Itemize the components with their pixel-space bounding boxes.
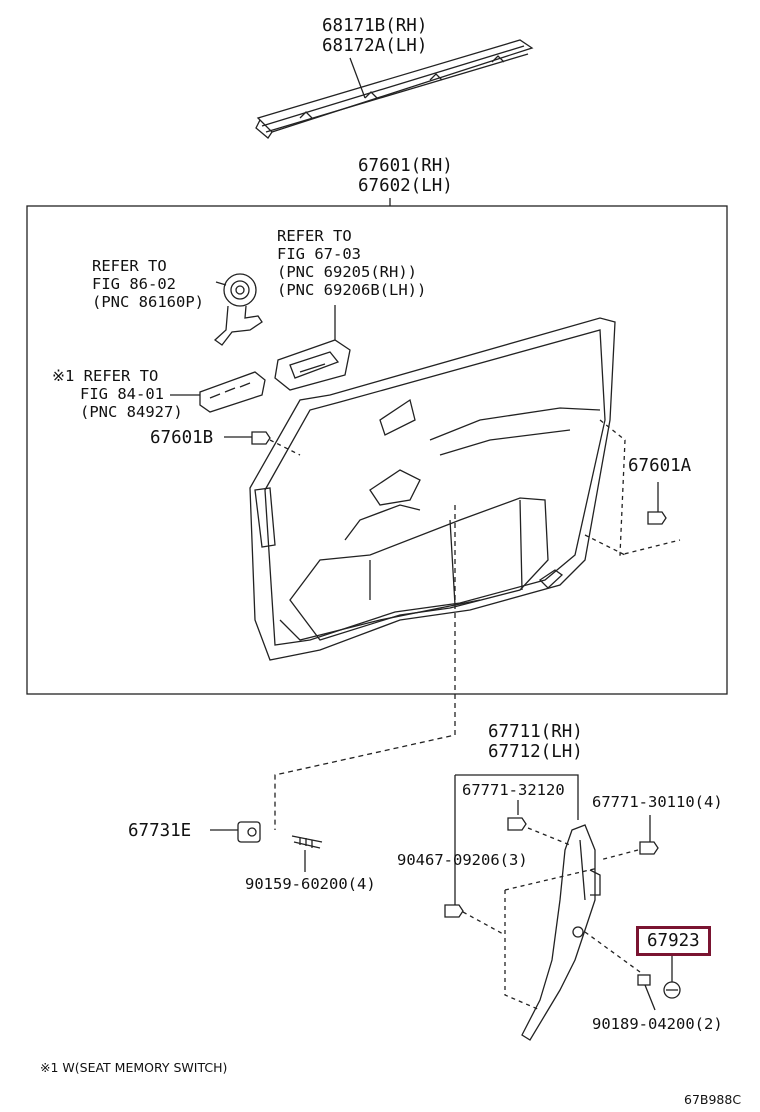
refer-switch-2: FIG 84-01 — [80, 385, 164, 403]
part-67601b: 67601B — [150, 428, 214, 448]
screw-90159 — [291, 835, 323, 872]
refer-speaker-1: REFER TO — [92, 257, 167, 275]
clip-67771-30110 — [599, 815, 659, 861]
part-67602-lh: 67602(LH) — [358, 176, 453, 196]
speaker-part — [213, 273, 263, 346]
refer-handle-1: REFER TO — [277, 227, 352, 245]
belt-moulding — [255, 39, 534, 139]
part-67601-rh: 67601(RH) — [358, 156, 453, 176]
cowl-side-trim — [504, 824, 641, 1041]
part-67771-30110: 67771-30110(4) — [592, 793, 723, 811]
part-67923-highlighted[interactable]: 67923 — [636, 926, 711, 956]
refer-speaker-3: (PNC 86160P) — [92, 293, 204, 311]
refer-switch-3: (PNC 84927) — [80, 403, 183, 421]
leader-line-down — [274, 505, 456, 830]
refer-handle-4: (PNC 69206B(LH)) — [277, 281, 427, 299]
bracket-line — [454, 774, 579, 905]
refer-handle-2: FIG 67-03 — [277, 245, 361, 263]
clip-90467 — [444, 904, 506, 936]
door-trim-box — [26, 205, 728, 695]
part-67711-rh: 67711(RH) — [488, 722, 583, 742]
footnote: ※1 W(SEAT MEMORY SWITCH) — [40, 1060, 228, 1075]
part-90467: 90467-09206(3) — [397, 851, 528, 869]
inside-handle-part — [274, 305, 351, 391]
part-67731e: 67731E — [128, 821, 192, 841]
clip-67601b — [224, 431, 301, 456]
refer-handle-3: (PNC 69205(RH)) — [277, 263, 417, 281]
part-67771-32120: 67771-32120 — [462, 781, 565, 799]
part-67601a: 67601A — [628, 456, 692, 476]
part-67712-lh: 67712(LH) — [488, 742, 583, 762]
part-68172-lh: 68172A(LH) — [322, 36, 428, 56]
door-trim-panel — [249, 317, 616, 661]
nut-90189 — [637, 974, 656, 1011]
figure-code: 67B988C — [684, 1092, 742, 1107]
memory-switch-part — [170, 371, 266, 413]
screw-67923 — [663, 955, 681, 999]
part-90159: 90159-60200(4) — [245, 875, 376, 893]
clip-67771-32120 — [507, 817, 571, 846]
part-68171-rh: 68171B(RH) — [322, 16, 428, 36]
part-90189: 90189-04200(2) — [592, 1015, 723, 1033]
refer-switch-1: ※1 REFER TO — [52, 367, 159, 385]
clip-67601a — [584, 419, 681, 556]
clip-67731e — [210, 821, 261, 843]
refer-speaker-2: FIG 86-02 — [92, 275, 176, 293]
